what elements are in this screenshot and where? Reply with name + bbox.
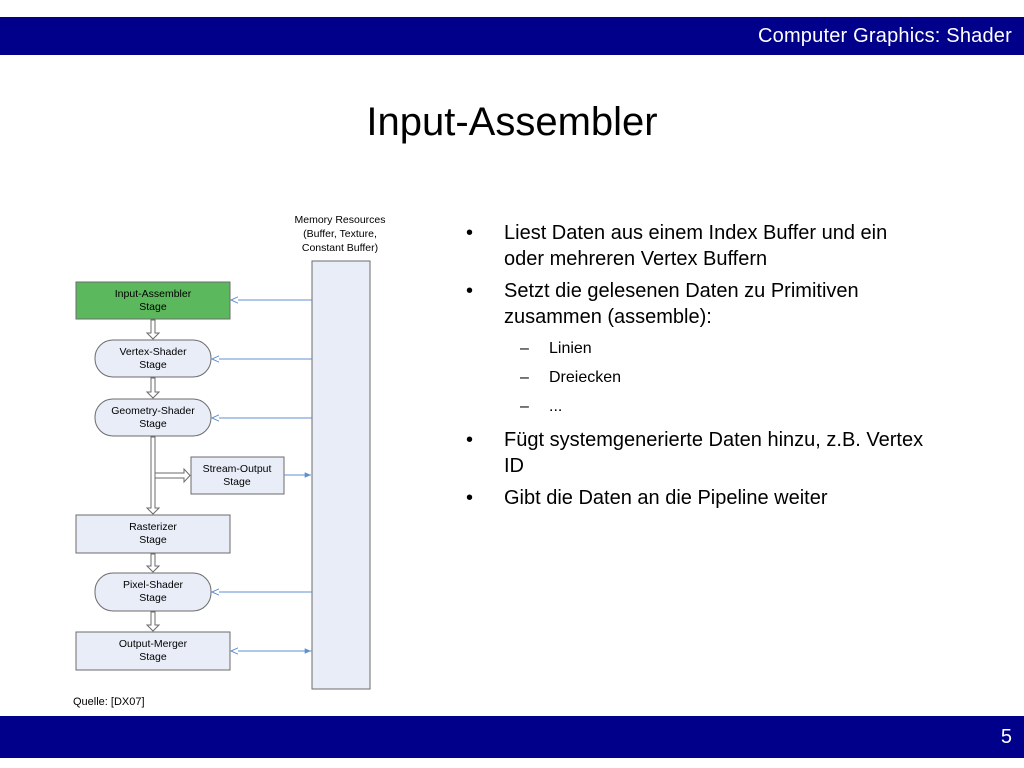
bullet-text: Fügt systemgenerierte Daten hinzu, z.B. …	[504, 429, 924, 477]
bullet-item: • Fügt systemgenerierte Daten hinzu, z.B…	[462, 427, 932, 479]
sub-bullet-list: – Linien – Dreiecken –...	[504, 334, 932, 421]
memory-label-line-3: Constant Buffer)	[302, 242, 378, 254]
sub-bullet-item: – Linien	[504, 334, 932, 363]
memory-write-arrows	[271, 472, 311, 654]
memory-label-line-1: Memory Resources	[294, 214, 385, 226]
sub-bullet-item: –...	[504, 392, 932, 421]
bullet-text: Setzt die gelesenen Daten zu Primitiven …	[504, 280, 859, 328]
stage-pixel-shader	[94, 572, 212, 612]
stage-input-assembler-label-1: Input-Assembler	[115, 288, 192, 300]
bullet-dot: •	[466, 487, 474, 509]
bullet-dot: •	[466, 429, 474, 451]
stage-stream-output-label-1: Stream-Output	[203, 463, 272, 475]
bullet-item: • Setzt die gelesenen Daten zu Primitive…	[462, 278, 932, 421]
stage-geometry-shader-label-1: Geometry-Shader	[111, 405, 195, 417]
sub-bullet-dash: –	[520, 340, 529, 357]
stage-pixel-shader-label-2: Stage	[139, 592, 167, 604]
stage-vertex-shader	[94, 339, 212, 378]
stage-rasterizer-label-1: Rasterizer	[129, 521, 177, 533]
bullet-dot: •	[466, 280, 474, 302]
bullet-text: Gibt die Daten an die Pipeline weiter	[504, 487, 828, 509]
bullet-item: • Liest Daten aus einem Index Buffer und…	[462, 220, 932, 272]
pipeline-flow-arrows	[145, 319, 191, 632]
stage-pixel-shader-label-1: Pixel-Shader	[123, 579, 184, 591]
source-citation: Quelle: [DX07]	[73, 696, 145, 708]
sub-bullet-text: Linien	[549, 340, 592, 357]
bullet-text: Liest Daten aus einem Index Buffer und e…	[504, 222, 888, 270]
sub-bullet-item: – Dreiecken	[504, 363, 932, 392]
stage-geometry-shader	[94, 398, 212, 437]
page-number: 5	[1000, 726, 1012, 748]
bullet-dot: •	[466, 222, 474, 244]
stage-stream-output-label-2: Stage	[223, 476, 251, 488]
stage-vertex-shader-label-1: Vertex-Shader	[119, 346, 187, 358]
sub-bullet-dash: –	[520, 369, 529, 386]
bullet-item: • Gibt die Daten an die Pipeline weiter	[462, 485, 932, 511]
stage-input-assembler-label-2: Stage	[139, 301, 167, 313]
stage-rasterizer	[75, 514, 231, 554]
slide-title: Input-Assembler	[366, 100, 658, 144]
stage-input-assembler	[75, 281, 231, 320]
stage-output-merger-label-2: Stage	[139, 651, 167, 663]
header-title: Computer Graphics: Shader	[757, 25, 1012, 47]
stage-output-merger-label-1: Output-Merger	[119, 638, 188, 650]
memory-resources-column	[311, 260, 371, 690]
sub-bullet-text: ...	[549, 398, 563, 415]
footer-bar: 5	[0, 716, 1024, 758]
memory-label-line-2: (Buffer, Texture,	[303, 228, 377, 240]
stage-rasterizer-label-2: Stage	[139, 534, 167, 546]
sub-bullet-dash: –	[520, 398, 529, 415]
header-bar: Computer Graphics: Shader	[0, 17, 1024, 55]
stage-vertex-shader-label-2: Stage	[139, 359, 167, 371]
stage-output-merger	[75, 631, 231, 671]
stage-geometry-shader-label-2: Stage	[139, 418, 167, 430]
bullet-list: • Liest Daten aus einem Index Buffer und…	[462, 220, 932, 517]
sub-bullet-text: Dreiecken	[549, 369, 622, 386]
